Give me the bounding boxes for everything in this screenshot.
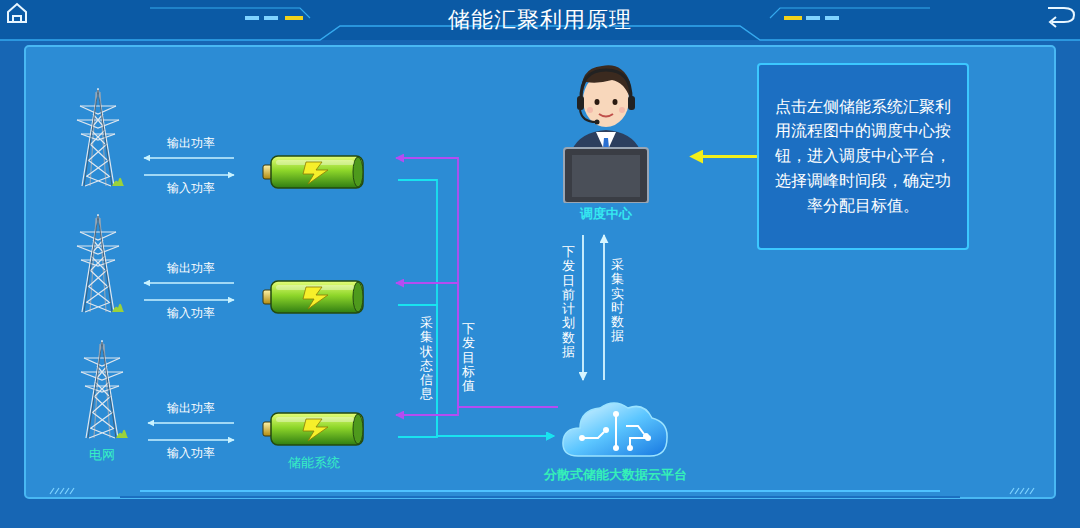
node-label: 储能系统 [248,454,380,472]
edge-label: 输入功率 [167,446,215,460]
info-box: 点击左侧储能系统汇聚利用流程图中的调度中心按钮，进入调度中心平台，选择调峰时间段… [757,63,969,250]
flow-arrow [396,407,558,415]
battery-icon [262,153,366,191]
flow-arrow [144,299,234,301]
battery-icon [262,410,366,448]
storage-node: 储能系统 [248,410,380,472]
flow-arrow [398,436,554,437]
battery-node [262,278,366,316]
node-label: 调度中心 [540,205,672,223]
instruction-text: 点击左侧储能系统汇聚利用流程图中的调度中心按钮，进入调度中心平台，选择调峰时间段… [775,95,951,219]
power-tower [72,212,124,316]
tower-node [72,212,124,316]
flow-arrow [148,422,234,424]
edge-label: 下发日前计划数据 [562,245,575,359]
flow-arrow [148,439,234,441]
node-label: 分散式储能大数据云平台 [530,466,700,484]
edge-label: 输出功率 [167,401,215,415]
cloud-platform: 分散式储能大数据云平台 [530,398,700,484]
edge-label: 下发目标值 [462,322,475,393]
flow-arrow [144,282,234,284]
flow-arrow [398,305,554,436]
cloud-icon [560,398,670,460]
flow-arrow [603,235,605,380]
dispatch-center: 调度中心 [540,58,672,223]
edge-label: 采集状态信息 [420,316,433,402]
power-tower [76,338,128,442]
flow-arrow [582,235,584,380]
battery-icon [262,278,366,316]
node-label: 电网 [72,446,132,464]
edge-label: 输出功率 [167,261,215,275]
edge-label: 输出功率 [167,136,215,150]
page-title: 储能汇聚利用原理 [0,6,1080,34]
flow-arrow [692,155,757,158]
flow-arrow [144,157,234,159]
edge-label: 采集实时数据 [611,258,624,344]
edge-label: 输入功率 [167,181,215,195]
power-tower [72,86,124,190]
flow-arrow [144,174,234,176]
dispatcher-figure [550,58,662,203]
flow-arrow [396,158,558,407]
tower-node [72,86,124,190]
edge-label: 输入功率 [167,306,215,320]
flow-arrow [398,180,554,436]
grid-node: 电网 [72,338,132,464]
flow-arrow [396,283,558,407]
battery-node [262,153,366,191]
